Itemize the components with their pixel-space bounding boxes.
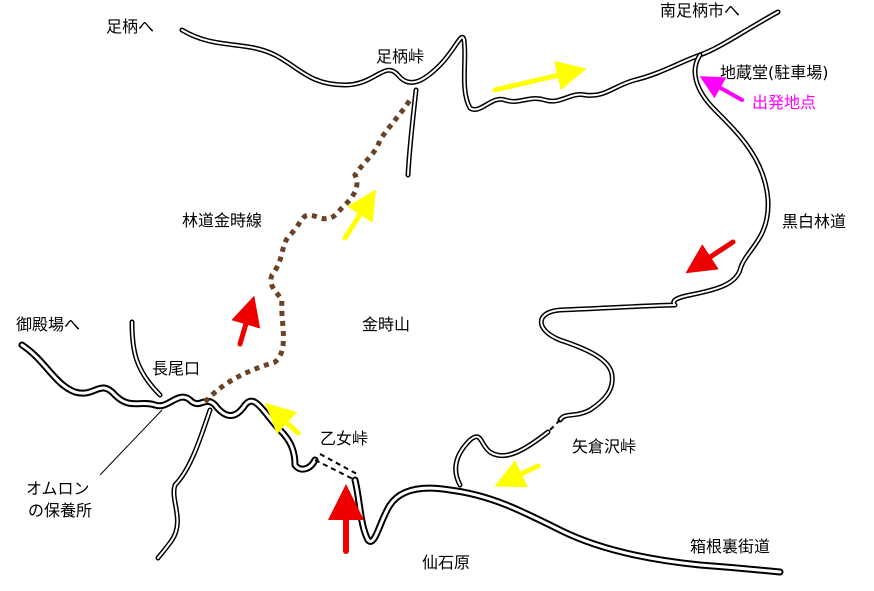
arrow-red-trail (231, 295, 261, 347)
arrow-start (699, 76, 744, 102)
direction-arrows (231, 60, 744, 554)
label-nagaoguchi: 長尾口 (152, 359, 200, 378)
label-minami-ashigara-to: 南足柄市へ (660, 1, 740, 20)
label-omron-line2: の保養所 (28, 501, 92, 520)
hiking-trail (203, 98, 413, 404)
arrow-red-kokuhaku (685, 239, 736, 274)
label-ashigara-to: 足柄へ (106, 17, 154, 36)
label-hakone-urakaido: 箱根裏街道 (690, 537, 770, 556)
arrow-yellow-yagura (494, 460, 541, 488)
arrow-yellow-otome (264, 402, 301, 436)
label-otome-toge: 乙女峠 (320, 429, 368, 448)
arrow-yellow-east (492, 60, 587, 93)
label-yagurasawa-toge: 矢倉沢峠 (572, 437, 636, 456)
label-kokuhaku-rindo: 黒白林道 (782, 212, 846, 231)
road-ashigara (179, 9, 781, 112)
road-hakone-urakaido (351, 476, 784, 576)
label-omron-line1: オムロン (26, 479, 90, 498)
label-kintokiyama: 金時山 (362, 315, 410, 334)
road-kokuhaku (538, 52, 771, 423)
label-jizodo: 地蔵堂(駐車場) (720, 63, 829, 82)
label-gotemba-to: 御殿場へ (16, 315, 80, 334)
label-start-point: 出発地点 (752, 93, 816, 112)
label-rindo-kintoki: 林道金時線 (182, 211, 262, 230)
label-ashigara-toge: 足柄峠 (376, 47, 424, 66)
roads (18, 9, 784, 576)
omron-leader-line (99, 409, 163, 476)
tunnel-segments (314, 419, 561, 481)
arrow-yellow-nagao (342, 189, 377, 241)
label-sengokuhara: 仙石原 (422, 553, 470, 572)
